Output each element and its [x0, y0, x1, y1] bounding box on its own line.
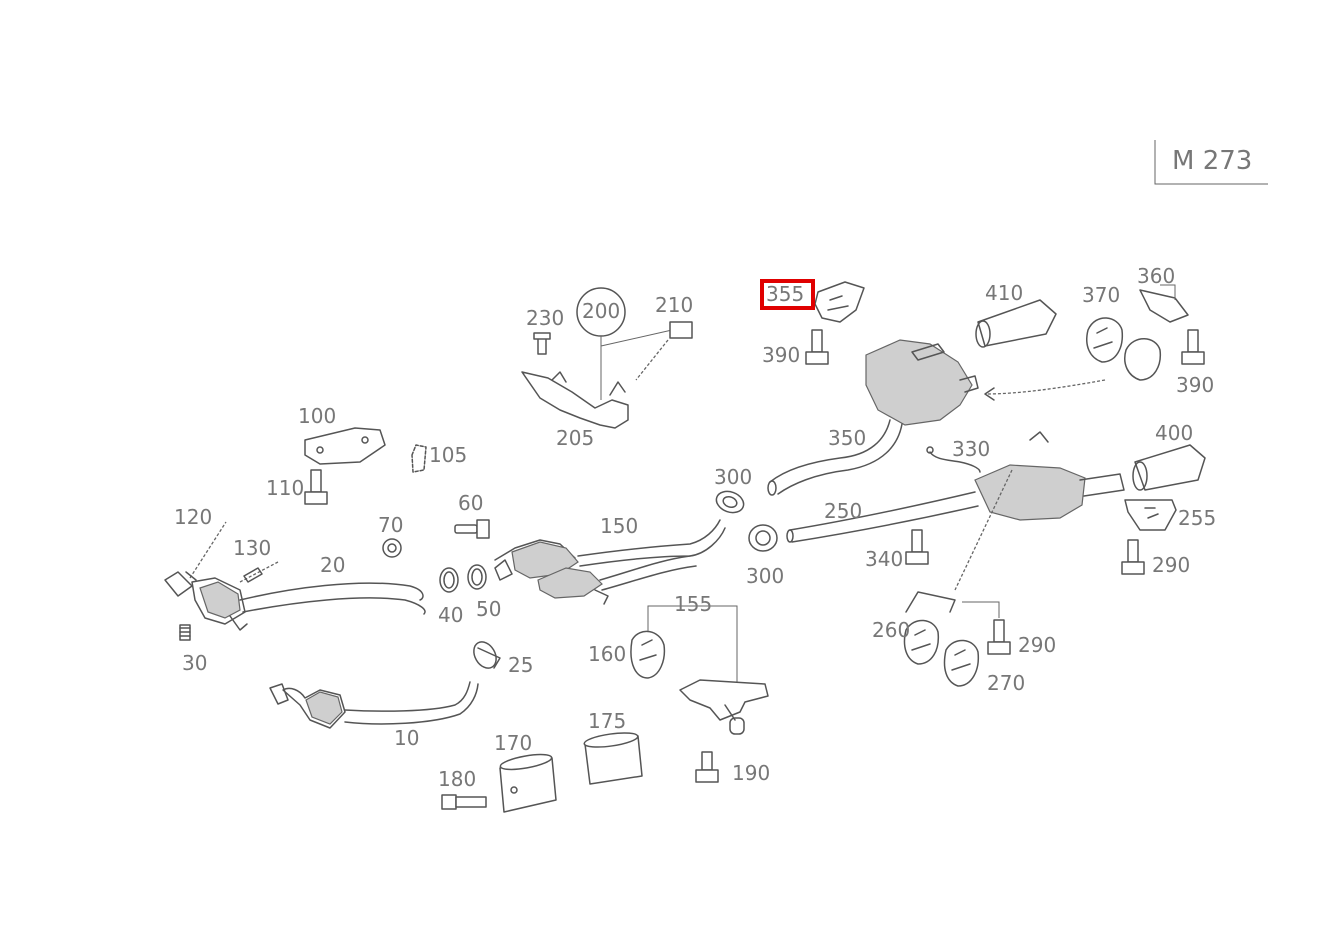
part-110-bolt[interactable] — [304, 469, 328, 505]
part-30-screw[interactable] — [179, 624, 191, 641]
callout-20: 20 — [320, 553, 345, 577]
callout-155: 155 — [674, 592, 712, 616]
callout-355: 355 — [766, 282, 804, 306]
part-390-bolt-right[interactable] — [1181, 329, 1205, 365]
right-muffler[interactable] — [954, 431, 1125, 591]
callout-340: 340 — [865, 547, 903, 571]
part-60-bolt[interactable] — [454, 519, 490, 539]
callout-390-left: 390 — [762, 343, 800, 367]
callout-210: 210 — [655, 293, 693, 317]
callout-290-right: 290 — [1152, 553, 1190, 577]
callout-200: 200 — [582, 299, 620, 323]
callout-130: 130 — [233, 536, 271, 560]
part-155-bracket[interactable] — [647, 605, 769, 735]
callout-205: 205 — [556, 426, 594, 450]
part-130-sensor[interactable] — [239, 561, 279, 583]
part-300-clamp-upper[interactable] — [713, 488, 746, 516]
part-355-mount[interactable] — [814, 281, 865, 323]
part-255-mount[interactable] — [1124, 499, 1177, 531]
callout-25: 25 — [508, 653, 533, 677]
part-250-intermediate-pipe[interactable] — [786, 491, 979, 543]
part-370-mount[interactable] — [1086, 317, 1124, 363]
callout-260: 260 — [872, 618, 910, 642]
callout-70: 70 — [378, 513, 403, 537]
callout-50: 50 — [476, 597, 501, 621]
part-350-rear-muffler[interactable] — [767, 339, 979, 496]
part-300-clamp-lower[interactable] — [748, 524, 778, 552]
callout-170: 170 — [494, 731, 532, 755]
part-100-bracket[interactable] — [304, 427, 386, 465]
callout-410: 410 — [985, 281, 1023, 305]
callout-300-upper: 300 — [714, 465, 752, 489]
part-260-mount[interactable] — [903, 591, 956, 665]
callout-350: 350 — [828, 426, 866, 450]
title-box: M 273 — [1154, 140, 1268, 185]
title-box-text: M 273 — [1172, 146, 1252, 176]
part-230-screw[interactable] — [533, 332, 551, 355]
part-180-bolt[interactable] — [441, 794, 487, 810]
part-270-mount[interactable] — [943, 639, 980, 687]
callout-60: 60 — [458, 491, 483, 515]
part-340-bolt[interactable] — [905, 529, 929, 565]
highlight-box-355 — [760, 279, 815, 310]
callout-360: 360 — [1137, 264, 1175, 288]
callout-180: 180 — [438, 767, 476, 791]
callout-370: 370 — [1082, 283, 1120, 307]
part-120-sensor[interactable] — [185, 521, 227, 581]
callout-110: 110 — [266, 476, 304, 500]
title-box-frame — [1154, 140, 1268, 185]
part-160-mount[interactable] — [630, 630, 666, 679]
part-290-bolt-lower[interactable] — [962, 601, 1011, 655]
callout-10: 10 — [394, 726, 419, 750]
callout-400: 400 — [1155, 421, 1193, 445]
callout-300-lower: 300 — [746, 564, 784, 588]
callout-230: 230 — [526, 306, 564, 330]
part-200-heat-shield-assembly[interactable] — [521, 287, 673, 429]
callout-105: 105 — [429, 443, 467, 467]
callout-190: 190 — [732, 761, 770, 785]
part-400-tailpipe-tip[interactable] — [1132, 444, 1206, 491]
part-190-bolt[interactable] — [695, 751, 719, 783]
part-10-front-pipe-lower[interactable] — [269, 681, 479, 729]
callout-100: 100 — [298, 404, 336, 428]
part-410-tailpipe-tip[interactable] — [975, 299, 1057, 348]
part-390-bolt-left[interactable] — [805, 329, 829, 365]
callout-175: 175 — [588, 709, 626, 733]
part-20-front-pipe-upper[interactable] — [164, 571, 426, 631]
callout-390-right: 390 — [1176, 373, 1214, 397]
callout-330: 330 — [952, 437, 990, 461]
callout-250: 250 — [824, 499, 862, 523]
callout-160: 160 — [588, 642, 626, 666]
part-175-cylinder[interactable] — [583, 730, 643, 785]
arrow-head-muffler — [984, 387, 995, 401]
callout-255: 255 — [1178, 506, 1216, 530]
lead-arrow-muffler — [984, 379, 1106, 395]
part-40-clamp-ring[interactable] — [439, 567, 459, 593]
part-70-nut[interactable] — [382, 538, 402, 558]
part-25-clamp[interactable] — [469, 638, 501, 672]
callout-270: 270 — [987, 671, 1025, 695]
callout-30: 30 — [182, 651, 207, 675]
part-330-hanger[interactable] — [926, 446, 981, 473]
callout-120: 120 — [174, 505, 212, 529]
part-170-cylinder[interactable] — [499, 752, 557, 813]
part-105-clip[interactable] — [411, 444, 427, 473]
part-370-mount-b[interactable] — [1124, 338, 1162, 381]
part-290-bolt-right[interactable] — [1121, 539, 1145, 575]
part-50-clamp-ring[interactable] — [467, 564, 487, 590]
callout-290-lower: 290 — [1018, 633, 1056, 657]
part-360-bracket[interactable] — [1139, 284, 1189, 323]
part-150-twin-pipe[interactable] — [494, 519, 726, 605]
callout-150: 150 — [600, 514, 638, 538]
part-210-nut[interactable] — [635, 321, 693, 381]
callout-40: 40 — [438, 603, 463, 627]
